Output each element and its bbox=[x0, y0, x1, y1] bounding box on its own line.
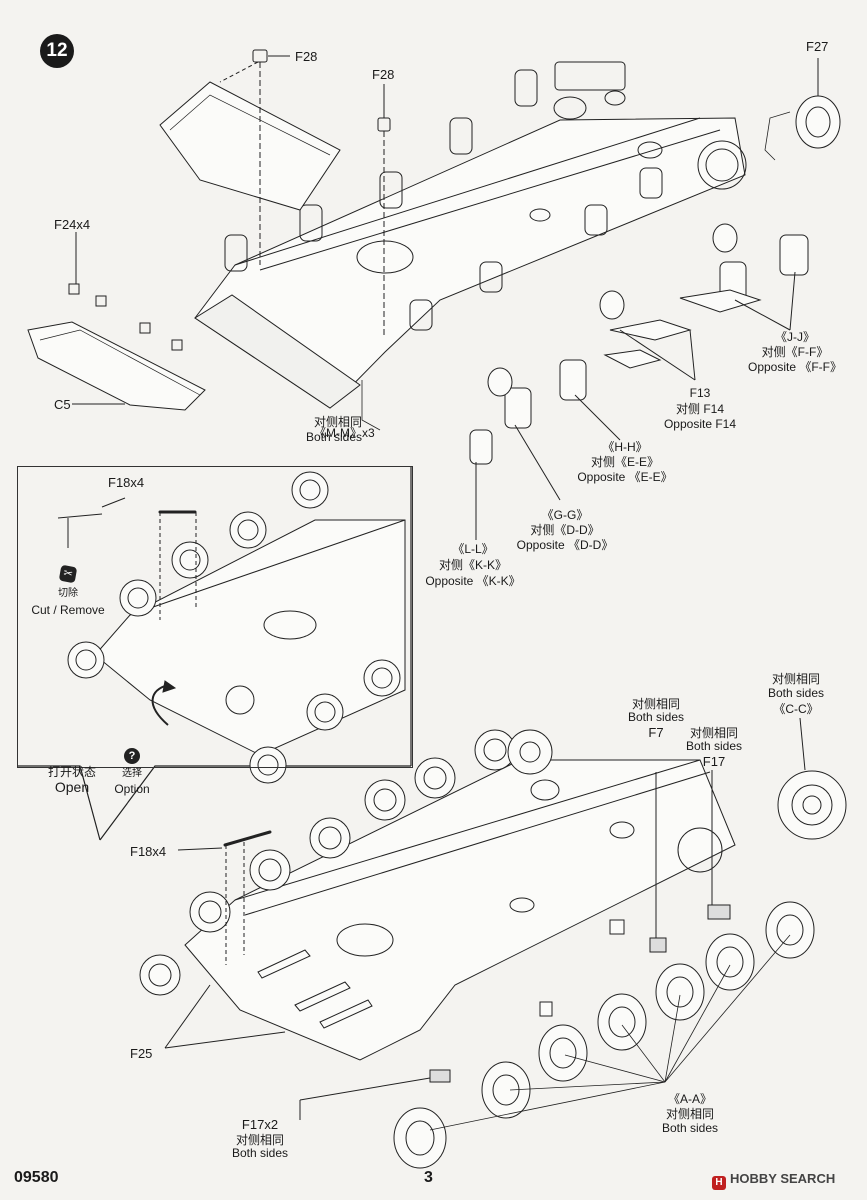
label-f28-b: F28 bbox=[372, 67, 395, 82]
page-number: 3 bbox=[424, 1169, 433, 1186]
label-f7-cn: 对侧相同 bbox=[631, 697, 680, 711]
label-jj-cn: 对侧《F-F》 bbox=[761, 345, 829, 359]
label-f7: F7 bbox=[648, 725, 664, 740]
label-f28-a: F28 bbox=[295, 49, 318, 64]
label-cc-en: Both sides bbox=[767, 686, 825, 700]
label-aa: 《A-A》 bbox=[667, 1092, 712, 1106]
cut-icon: ✂ bbox=[58, 564, 78, 584]
label-mm-code: 《M-M》x3 bbox=[314, 426, 375, 440]
label-mm-en: Both sides bbox=[305, 430, 362, 444]
label-hh-cn: 对侧《E-E》 bbox=[590, 455, 659, 469]
label-f24x4: F24x4 bbox=[54, 217, 91, 232]
label-hh-en: Opposite 《E-E》 bbox=[577, 470, 673, 484]
label-f25: F25 bbox=[130, 1046, 153, 1061]
label-jj: 《J-J》 bbox=[775, 330, 815, 344]
label-ll-en: Opposite 《K-K》 bbox=[425, 574, 521, 588]
label-cut-cn: 切除 bbox=[58, 588, 78, 599]
label-gg: 《G-G》 bbox=[541, 508, 589, 522]
label-f27: F27 bbox=[806, 39, 829, 54]
label-ll: 《L-L》 bbox=[452, 542, 494, 556]
label-f14-cn: 对侧 F14 bbox=[675, 402, 724, 416]
label-f13: F13 bbox=[689, 386, 711, 400]
watermark-text: HOBBY SEARCH bbox=[730, 1171, 836, 1186]
label-cc-cn: 对侧相同 bbox=[771, 672, 820, 686]
label-mm-cn: 对侧相同 bbox=[313, 415, 362, 429]
open-state-inset-box bbox=[17, 466, 413, 768]
label-f17: F17 bbox=[702, 754, 726, 769]
label-f7-en: Both sides bbox=[627, 710, 685, 724]
label-cc: 《C-C》 bbox=[773, 702, 819, 716]
label-c5: C5 bbox=[54, 397, 71, 412]
label-f17x2-cn: 对侧相同 bbox=[235, 1133, 284, 1147]
label-gg-cn: 对侧《D-D》 bbox=[530, 523, 600, 537]
option-icon: ? bbox=[124, 748, 140, 764]
label-option-en: Option bbox=[114, 782, 150, 796]
step-number-badge: 12 bbox=[40, 34, 74, 68]
label-option-cn: 选择 bbox=[122, 768, 142, 779]
label-open-cn: 打开状态 bbox=[47, 765, 96, 779]
label-f17-en: Both sides bbox=[685, 739, 743, 753]
label-aa-en: Both sides bbox=[661, 1121, 719, 1135]
kit-number: 09580 bbox=[14, 1169, 59, 1186]
label-open-en: Open bbox=[54, 779, 90, 795]
label-jj-en: Opposite 《F-F》 bbox=[747, 360, 843, 374]
label-aa-cn: 对侧相同 bbox=[665, 1107, 714, 1121]
label-cut-en: Cut / Remove bbox=[31, 603, 105, 617]
label-f17-cn: 对侧相同 bbox=[689, 726, 738, 740]
label-ll-cn: 对侧《K-K》 bbox=[438, 558, 507, 572]
label-hh: 《H-H》 bbox=[602, 440, 648, 454]
label-f17x2-en: Both sides bbox=[231, 1146, 289, 1160]
label-f14-en: Opposite F14 bbox=[663, 417, 737, 431]
label-gg-en: Opposite 《D-D》 bbox=[516, 538, 614, 552]
label-f17x2: F17x2 bbox=[241, 1117, 279, 1132]
label-f18x4-bottom: F18x4 bbox=[130, 844, 167, 859]
hobby-search-logo-icon: H bbox=[712, 1176, 726, 1190]
label-f18x4-inset: F18x4 bbox=[108, 475, 145, 490]
watermark: H HOBBY SEARCH bbox=[712, 1171, 835, 1190]
